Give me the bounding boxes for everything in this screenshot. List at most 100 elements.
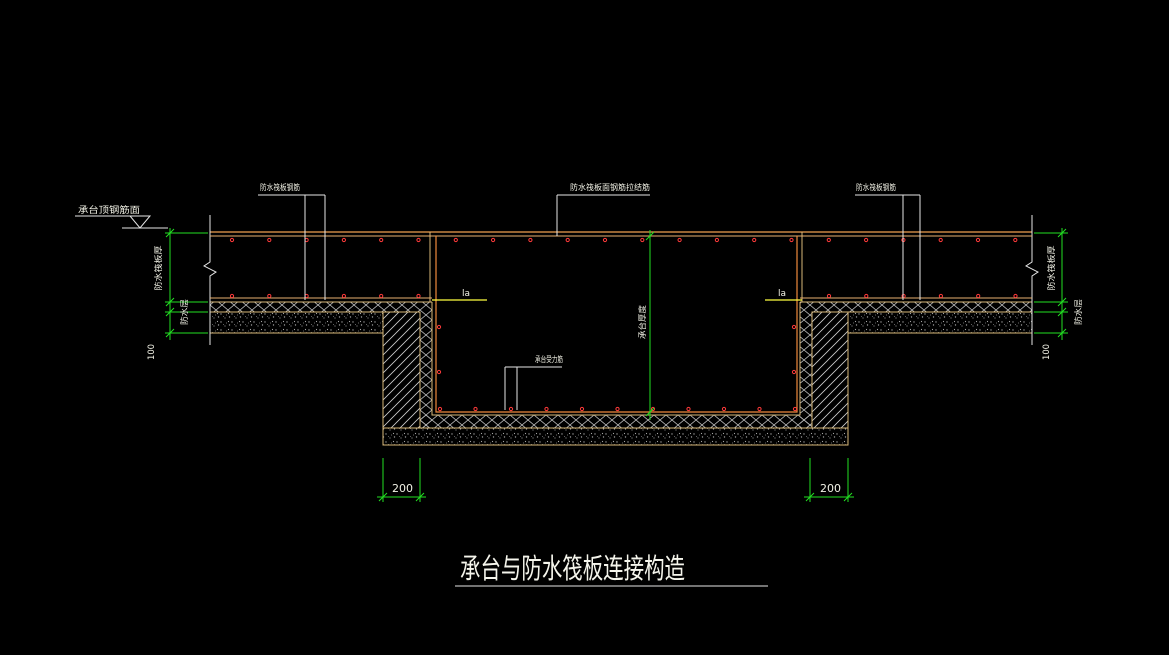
waterproof-strip-right <box>800 302 1032 312</box>
leader-lines <box>75 194 921 587</box>
anchorage-right-label: la <box>778 289 786 299</box>
rebar-dot <box>792 406 798 412</box>
cap-top-rebar-level-label: 承台顶钢筋面 <box>78 204 140 216</box>
rebar-dot <box>1013 293 1018 299</box>
rebar-dot <box>437 406 443 412</box>
labels: 承台顶钢筋面 防水筏板钢筋 防水筏板面钢筋拉结筋 防水筏板钢筋 防水筏板厚 防水… <box>78 182 1083 585</box>
rebar-dot <box>791 369 797 375</box>
rebar-dot <box>416 293 421 299</box>
rebar-dot <box>341 237 346 243</box>
rebar-dot <box>721 406 727 412</box>
elevation-triangle-icon <box>122 215 168 229</box>
dim-wall-right <box>804 458 854 502</box>
brick-wall-left <box>383 312 420 428</box>
cushion-right <box>848 312 1032 333</box>
rebar-dot <box>602 237 608 243</box>
wall-width-left-label: 200 <box>392 482 413 495</box>
rebar-dot <box>864 293 869 299</box>
rebar-dot <box>491 237 496 243</box>
raft-rebar-right-label: 防水筏板钢筋 <box>856 182 896 192</box>
anchorage-left-label: la <box>462 289 470 299</box>
dim-wall-left <box>377 458 426 502</box>
leader-raft-rebar-right <box>855 194 921 300</box>
rebar-dot <box>757 406 762 412</box>
waterproof-layer-left-label: 防水层 <box>179 299 189 325</box>
rebar-lines <box>210 235 1032 413</box>
waterproof-bottom <box>420 415 812 428</box>
rebar-dot <box>938 293 944 299</box>
rebar-dot <box>714 237 720 243</box>
dim-right-extensions <box>1034 232 1068 334</box>
structure-outlines <box>203 215 1039 446</box>
cushion-outline <box>210 332 1032 446</box>
rebar-dots <box>229 237 1018 412</box>
rebar-dot <box>791 324 797 330</box>
rebar-dot <box>565 237 570 243</box>
rebar-dot <box>229 293 235 299</box>
rebar-dot <box>826 237 831 243</box>
leader-raft-top-tie <box>556 194 650 236</box>
rebar-dot <box>436 324 442 330</box>
cap-main-rebar-label: 承台受力筋 <box>535 354 563 364</box>
cushion-left <box>210 312 383 333</box>
rebar-dot <box>579 406 585 412</box>
break-edge-right <box>1025 215 1039 345</box>
rebar-dot <box>650 406 656 412</box>
rebar-dot <box>267 237 272 243</box>
cap-thickness-label: 承台厚度 <box>637 305 647 339</box>
rebar-dot <box>938 237 943 243</box>
rebar-dot <box>975 237 981 243</box>
brick-walls <box>383 312 848 428</box>
cap-concrete-outline <box>431 302 801 416</box>
cap-main-rebar-line <box>435 236 798 413</box>
dim-right-ticks <box>1057 228 1067 338</box>
rebar-dot <box>267 293 272 299</box>
rebar-dot <box>453 237 458 243</box>
raft-thickness-right-label: 防水筏板厚 <box>1046 246 1056 291</box>
rebar-dot <box>976 293 981 299</box>
rebar-dot <box>379 293 384 299</box>
waterproof-layer-right-label: 防水层 <box>1073 299 1083 325</box>
rebar-dot <box>615 406 620 412</box>
dim-left-extensions <box>165 232 208 334</box>
rebar-dot <box>528 237 533 243</box>
dim-left-ticks <box>165 228 175 338</box>
rebar-dot <box>1013 237 1018 243</box>
rebar-dot <box>379 237 384 243</box>
rebar-dot <box>508 406 514 412</box>
rebar-dot <box>416 237 421 243</box>
cushion-right-label: 100 <box>1042 344 1052 360</box>
rebar-dot <box>901 293 906 299</box>
cushion-layers <box>210 312 1032 445</box>
drawing-title: 承台与防水筏板连接构造 <box>460 552 685 585</box>
rebar-dot <box>640 237 645 243</box>
waterproof-layers <box>210 302 1032 428</box>
cushion-left-label: 100 <box>147 344 157 360</box>
rebar-dot <box>864 237 869 243</box>
rebar-dot <box>789 237 794 243</box>
brick-wall-right <box>812 312 848 428</box>
rebar-dot <box>341 293 346 299</box>
waterproof-wall-left <box>420 312 432 428</box>
raft-top-tie-label: 防水筏板面钢筋拉结筋 <box>570 182 650 192</box>
raft-thickness-left-label: 防水筏板厚 <box>153 246 163 291</box>
wall-width-right-label: 200 <box>820 482 841 495</box>
cushion-bottom <box>383 428 848 445</box>
rebar-dot <box>544 406 549 412</box>
waterproof-strip-left <box>210 302 432 312</box>
rebar-dot <box>677 237 682 243</box>
rebar-dot <box>826 293 832 299</box>
break-edge-left <box>203 215 217 345</box>
dim-cap-thickness <box>645 230 655 420</box>
rebar-dot <box>229 237 235 243</box>
leader-raft-rebar-left <box>258 194 326 300</box>
rebar-dot <box>436 369 442 375</box>
rebar-dot <box>686 406 691 412</box>
rebar-dot <box>752 237 757 243</box>
dimension-lines <box>165 228 1068 502</box>
leader-cap-main-rebar <box>504 366 562 410</box>
rebar-dot <box>473 406 478 412</box>
raft-rebar-left-label: 防水筏板钢筋 <box>260 182 300 192</box>
waterproof-wall-right <box>800 312 812 428</box>
